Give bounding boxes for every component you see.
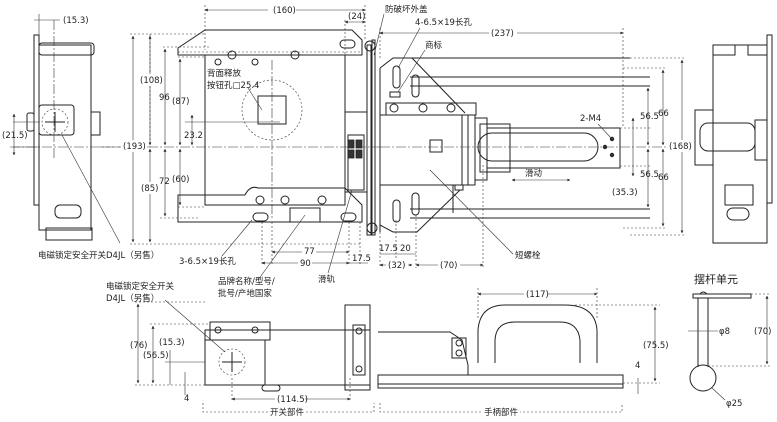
right-side-view bbox=[694, 34, 773, 244]
callout-m4: 2-M4 bbox=[580, 114, 601, 124]
callout-release-line2: 按钮孔□25.4 bbox=[207, 80, 259, 91]
callout-nameplate-line1: 品牌名称/型号/ bbox=[218, 276, 275, 287]
lever-unit-title: 摆杆单元 bbox=[694, 272, 738, 286]
dim-56-5-bottom: 56.5 bbox=[640, 170, 659, 180]
callout-release-line1: 背面释放 bbox=[207, 68, 242, 79]
dim-237: (237) bbox=[491, 29, 514, 39]
dim-60: (60) bbox=[172, 175, 189, 185]
dim-23-2: 23.2 bbox=[184, 131, 203, 141]
label-handle-part: 手柄部件 bbox=[484, 407, 519, 418]
dim-56-5-bottom: (56.5) bbox=[143, 351, 169, 361]
dim-20: 20 bbox=[400, 244, 411, 254]
dim-56-5-top: 56.5 bbox=[640, 112, 659, 122]
dim-70-lever: (70) bbox=[754, 327, 771, 337]
dim-24: (24) bbox=[348, 12, 365, 22]
dim-4-left: 4 bbox=[184, 394, 189, 404]
dim-15-3-bottom: (15.3) bbox=[159, 338, 185, 348]
callout-switch-line2: D4JL（另售） bbox=[106, 293, 159, 304]
dim-77: 77 bbox=[304, 247, 315, 257]
dim-117: (117) bbox=[526, 290, 549, 300]
dim-70: (70) bbox=[440, 261, 457, 271]
dim-35-3: (35.3) bbox=[612, 188, 638, 198]
dim-193: (193) bbox=[123, 142, 146, 152]
dim-17-5-right: 17.5 bbox=[352, 254, 371, 264]
dim-160: (160) bbox=[273, 6, 296, 16]
label-switch-part: 开关部件 bbox=[270, 407, 305, 418]
callout-holes-3: 3-6.5×19长孔 bbox=[179, 256, 236, 267]
callout-holes-4: 4-6.5×19长孔 bbox=[415, 17, 472, 28]
callout-nameplate-line2: 批号/产地国家 bbox=[218, 288, 272, 299]
front-view: (160) (24) (193) (108) (85) 96 72 (87) (… bbox=[100, 3, 380, 299]
dim-85: (85) bbox=[141, 184, 158, 194]
dim-21-5: (21.5) bbox=[2, 131, 28, 141]
dim-90: 90 bbox=[300, 259, 311, 269]
dim-phi8: φ8 bbox=[719, 327, 730, 337]
callout-rail: 滑轨 bbox=[318, 274, 336, 285]
bottom-view: (76) (56.5) (15.3) 4 电磁锁定安全开关 D4JL（另售） (… bbox=[106, 281, 669, 418]
handle-view: (237) (35.3) 56.5 56.5 66 66 (168) 滑动 防破… bbox=[373, 4, 694, 271]
dim-17-5: 17.5 bbox=[379, 244, 398, 254]
dim-72: 72 bbox=[159, 177, 170, 187]
dim-66-top: 66 bbox=[658, 109, 669, 119]
dim-114-5: (114.5) bbox=[277, 395, 308, 405]
dim-phi25: φ25 bbox=[726, 399, 742, 409]
callout-cover: 防破坏外盖 bbox=[385, 4, 428, 15]
dim-76: (76) bbox=[130, 341, 147, 351]
callout-switch-d4jl: 电磁锁定安全开关D4JL（另售） bbox=[38, 250, 159, 261]
dim-15-3-left: (15.3) bbox=[63, 16, 89, 26]
dim-32: (32) bbox=[388, 261, 405, 271]
callout-switch-line1: 电磁锁定安全开关 bbox=[106, 281, 175, 292]
dim-66-bottom: 66 bbox=[658, 173, 669, 183]
left-side-view: (15.3) (21.5) 电磁锁定安全开关D4JL（另售） bbox=[2, 14, 159, 261]
dim-87: (87) bbox=[172, 97, 189, 107]
dim-96: 96 bbox=[159, 93, 170, 103]
label-slide: 滑动 bbox=[525, 168, 543, 179]
dim-4-right: 4 bbox=[635, 361, 640, 371]
lever-unit: 摆杆单元 φ8 (70) φ25 bbox=[688, 272, 771, 409]
dim-168: (168) bbox=[669, 142, 692, 152]
dim-75-5: (75.5) bbox=[643, 341, 669, 351]
callout-bolt: 短螺栓 bbox=[515, 250, 541, 261]
callout-trademark: 商标 bbox=[425, 40, 443, 51]
dim-108: (108) bbox=[140, 76, 163, 86]
